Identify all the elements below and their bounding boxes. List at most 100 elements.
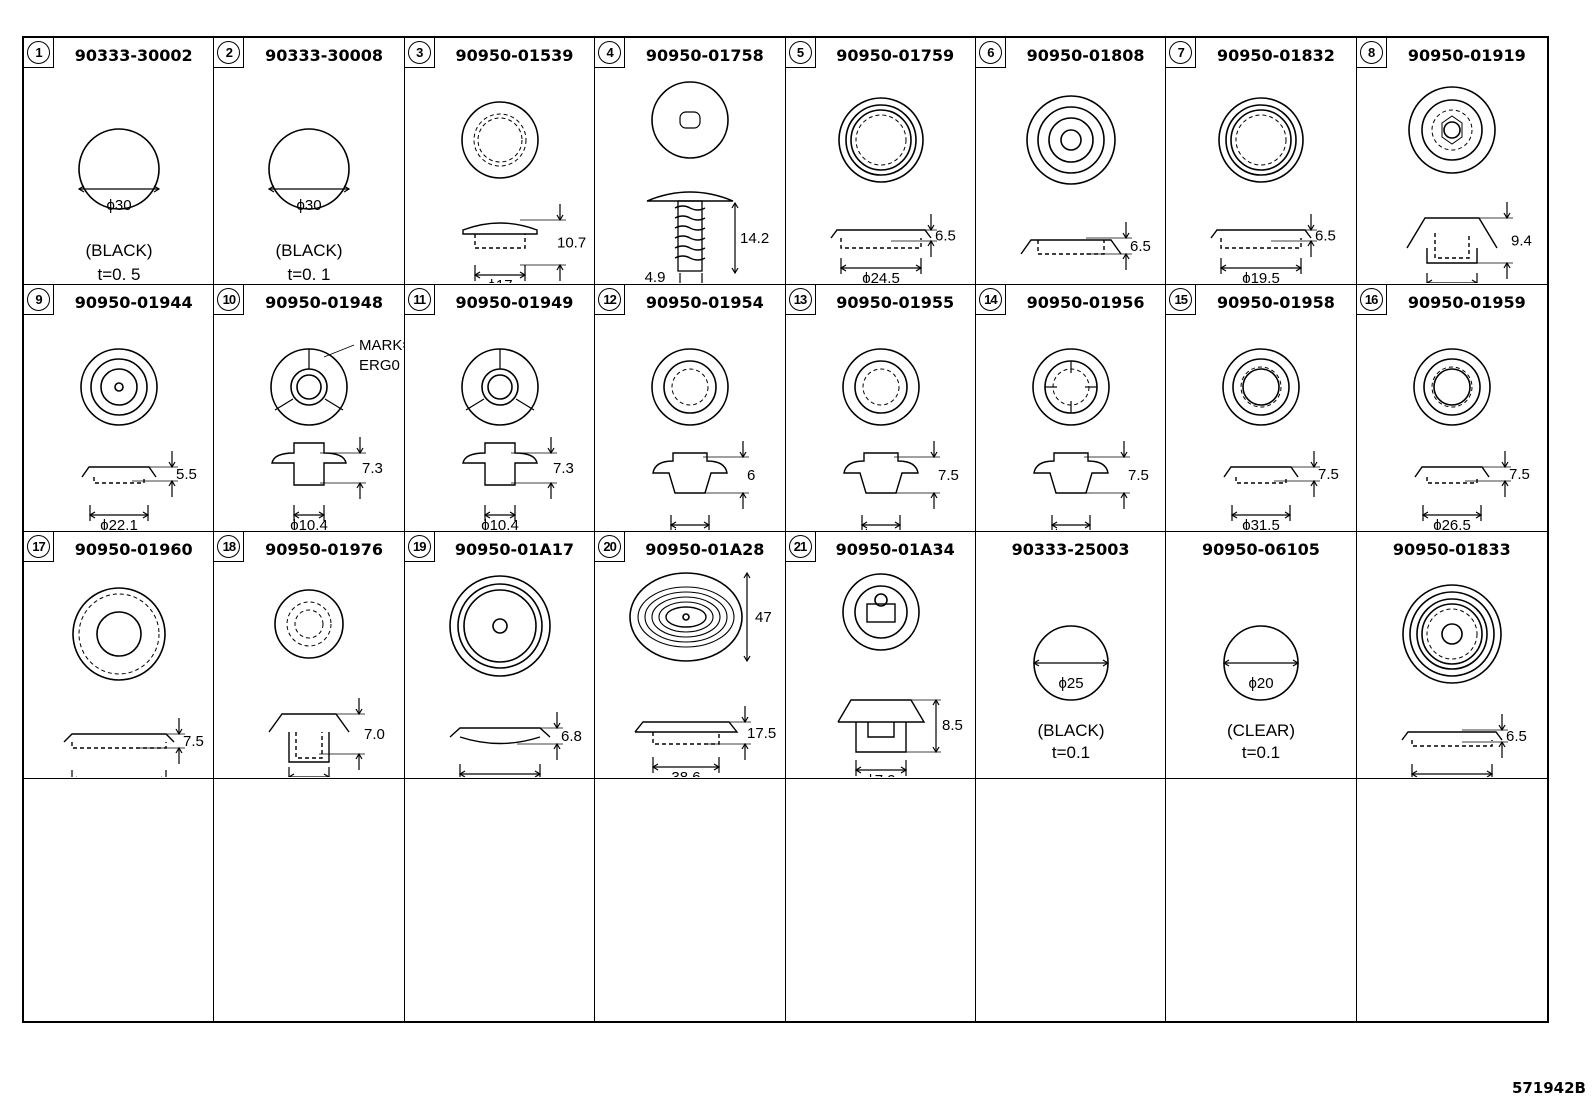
ref-number-box: 18: [214, 532, 245, 562]
dimension-label: ϕ30.5: [481, 776, 519, 777]
dimension-label: 38.6: [672, 769, 701, 777]
part-drawing: 6.5ϕ16.9: [1020, 95, 1151, 270]
dimension-label: 6.5: [1130, 238, 1151, 255]
part-number: 90950-01759: [836, 46, 955, 65]
dimension-label: 6: [747, 467, 755, 484]
dimension-label: 6.5: [1506, 728, 1527, 745]
color-note: (BLACK): [1037, 721, 1104, 740]
part-number: 90333-25003: [1011, 540, 1130, 559]
mark-label: ERG0 ϕ10: [359, 357, 404, 374]
part-cell: 12 90950-01954 6 ϕ13.5: [595, 285, 786, 532]
part-drawing: 6 ϕ13.5: [651, 348, 755, 530]
empty-cell: [24, 779, 215, 1021]
ref-number-box: 17: [24, 532, 54, 562]
part-number: 90950-01960: [74, 540, 193, 559]
part-number: 90950-01A17: [454, 540, 575, 559]
part-number: 90950-01949: [455, 293, 574, 312]
part-drawing: 9.4ϕ12: [1406, 86, 1531, 283]
dimension-label: 17.5: [747, 725, 776, 742]
dimension-label: 5.5: [176, 466, 197, 483]
dimension-label: 10.7: [557, 235, 586, 252]
part-number: 90950-01944: [74, 293, 193, 312]
thickness-note: t=0. 1: [288, 265, 331, 283]
part-drawing: 7.5ϕ15.5: [841, 348, 958, 530]
part-number: 90950-01758: [645, 46, 764, 65]
diameter-label: ϕ30: [297, 197, 322, 214]
ref-number-box: 12: [595, 285, 626, 315]
ref-number: 4: [598, 41, 622, 64]
dimension-label: ϕ10.4: [481, 517, 519, 530]
dimension-label: 7.3: [362, 460, 383, 477]
ref-number: 9: [27, 288, 50, 311]
color-note: (BLACK): [276, 241, 343, 260]
ref-number: 12: [598, 288, 622, 311]
empty-cell: [1357, 779, 1547, 1021]
ref-number: 10: [217, 288, 241, 311]
part-number: 90950-01954: [645, 293, 764, 312]
color-note: (BLACK): [85, 241, 152, 260]
dimension-label: ϕ13.5: [671, 527, 709, 530]
ref-number-box: 3: [404, 38, 435, 68]
dimension-label: 14.2: [740, 230, 769, 247]
ref-number: 2: [217, 41, 241, 64]
diameter-label: ϕ30: [106, 197, 131, 214]
dimension-label: ϕ19.5: [1242, 270, 1280, 283]
part-drawing: ϕ20(CLEAR)t=0.1: [1223, 625, 1300, 762]
ref-number-box: 20: [595, 532, 626, 562]
empty-cell: [976, 779, 1167, 1021]
part-drawing: 14.24.9: [645, 81, 769, 283]
part-drawing: 7.5ϕ18.6: [1032, 348, 1149, 530]
figure-id: 571942B: [1511, 1079, 1586, 1097]
dimension-label: 7.0: [364, 726, 385, 743]
ref-number: 1: [27, 41, 50, 64]
ref-number-box: 15: [1166, 285, 1197, 315]
dimension-label: ϕ15.5: [862, 527, 900, 530]
part-number: 90950-01808: [1026, 46, 1145, 65]
ref-number: 3: [407, 41, 431, 64]
part-drawing: ϕ30 (BLACK) t=0. 1: [268, 128, 351, 283]
ref-number-box: 16: [1356, 285, 1387, 315]
color-note: (CLEAR): [1227, 721, 1295, 740]
empty-cell: [214, 779, 405, 1021]
dimension-label: 7.5: [183, 733, 204, 750]
ref-number-box: 4: [595, 38, 626, 68]
part-drawing: 7.5ϕ46.5: [63, 587, 204, 777]
mark-label: MARK=: [359, 337, 404, 354]
part-number: 90950-01A28: [645, 540, 765, 559]
ref-number: 19: [407, 535, 431, 558]
ref-number-box: 2: [214, 38, 245, 68]
part-number: 90950-01956: [1026, 293, 1145, 312]
empty-cell: [595, 779, 786, 1021]
dimension-label: 6.5: [935, 228, 956, 245]
ref-number-box: 6: [975, 38, 1006, 68]
part-drawing: ϕ25(BLACK)t=0.1: [1032, 625, 1110, 762]
ref-number: 8: [1359, 41, 1383, 64]
ref-number-box: 7: [1166, 38, 1197, 68]
dimension-label: ϕ26.5: [1433, 517, 1471, 530]
ref-number: 11: [407, 288, 431, 311]
thickness-note: t=0.1: [1242, 743, 1280, 762]
part-drawing: 6.5ϕ29.5: [1401, 584, 1527, 777]
empty-cell: [786, 779, 976, 1021]
